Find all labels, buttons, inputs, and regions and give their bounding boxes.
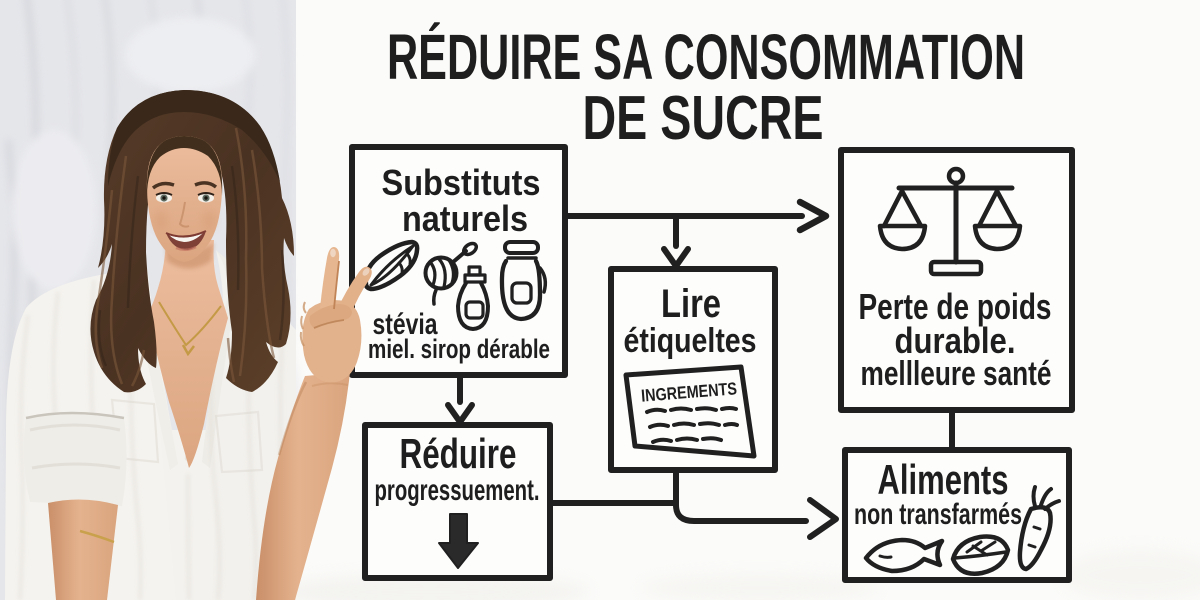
svg-text:naturels: naturels [402, 198, 528, 239]
svg-text:Lire: Lire [661, 282, 721, 326]
svg-text:RÉDUIRE SA CONSOMMATION: RÉDUIRE SA CONSOMMATION [387, 21, 1025, 93]
svg-text:progressuement.: progressuement. [375, 474, 540, 507]
svg-text:Perte de poids: Perte de poids [859, 286, 1052, 327]
svg-text:étiqueltes: étiqueltes [624, 322, 757, 360]
svg-text:non transfarmés: non transfarmés [854, 498, 1022, 531]
svg-text:DE SUCRE: DE SUCRE [583, 84, 824, 153]
svg-text:Substituts: Substituts [382, 162, 541, 203]
svg-text:stévia: stévia [373, 308, 438, 341]
svg-text:Aliments: Aliments [878, 456, 1009, 503]
svg-text:Réduire: Réduire [400, 430, 517, 477]
svg-text:miel. sirop dérable: miel. sirop dérable [368, 334, 550, 364]
svg-text:durable.: durable. [895, 320, 1016, 361]
svg-text:mellleure santé: mellleure santé [861, 355, 1052, 393]
